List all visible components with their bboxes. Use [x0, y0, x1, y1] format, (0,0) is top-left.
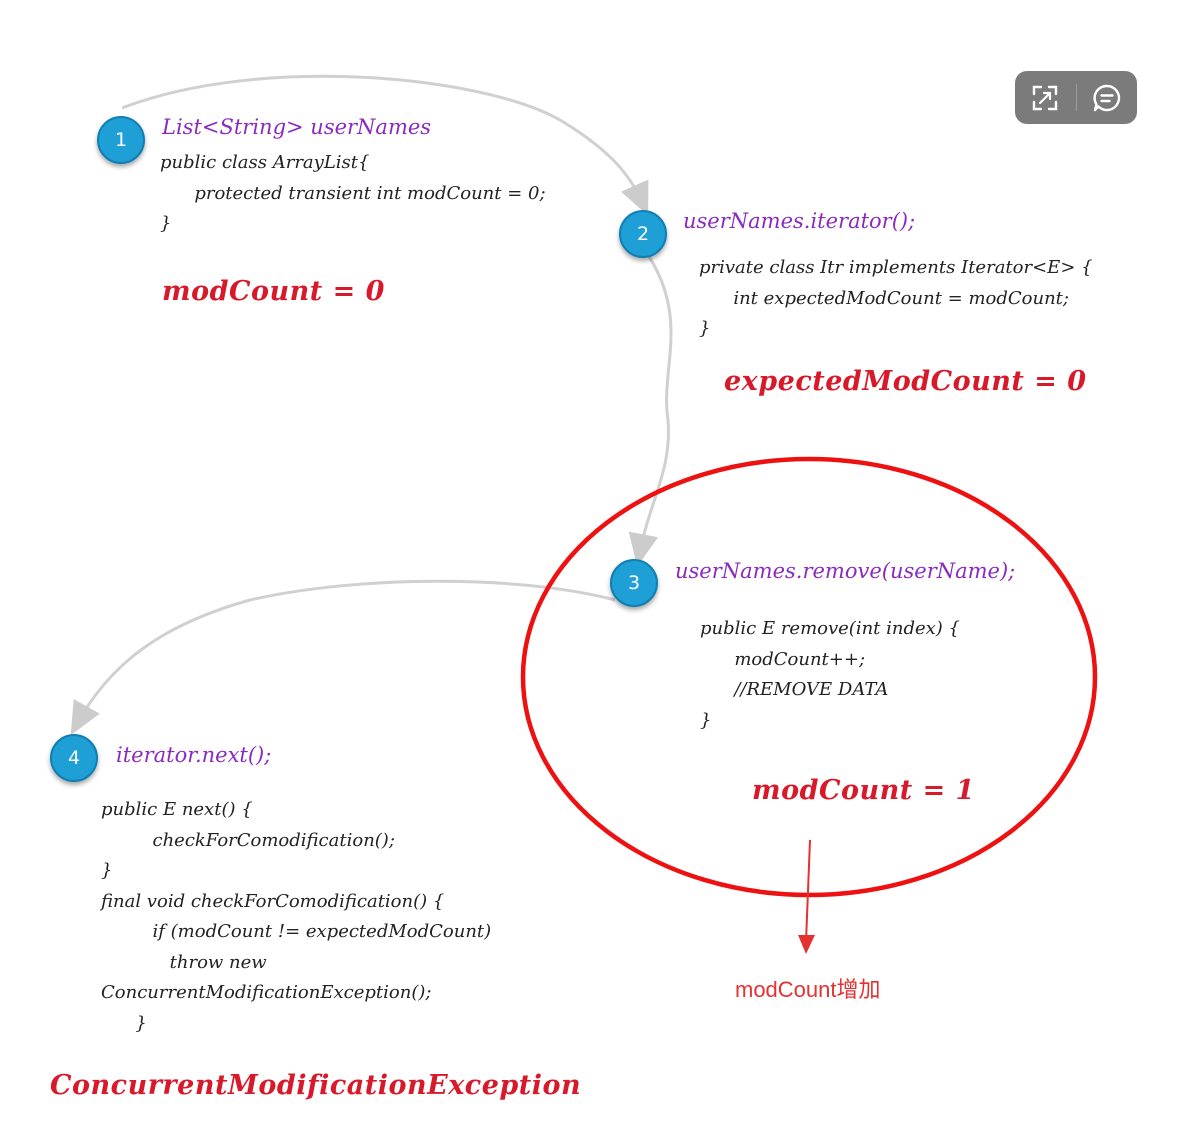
code-line: } [699, 318, 711, 339]
code-line: if (modCount != expectedModCount) [101, 921, 492, 942]
code-line: private class Itr implements Iterator<E>… [699, 257, 1093, 278]
connector-2-to-3 [628, 254, 673, 567]
code-line: } [101, 860, 113, 881]
step-2-code: private class Itr implements Iterator<E>… [699, 253, 1093, 345]
step-1-value: modCount = 0 [162, 276, 385, 307]
comment-icon [1093, 84, 1121, 111]
annotation-arrow [798, 839, 815, 954]
expand-icon [1032, 85, 1058, 110]
step-3-value: modCount = 1 [752, 775, 975, 806]
step-4-value: ConcurrentModificationException [50, 1070, 582, 1101]
code-line: checkForComodification(); [101, 829, 395, 851]
expand-button[interactable] [1015, 71, 1075, 124]
step-4-code: public E next() { checkForComodification… [101, 795, 491, 1039]
connector-3-to-4 [70, 579, 616, 736]
code-line: protected transient int modCount = 0; [160, 182, 546, 204]
annotation-label: modCount增加 [735, 977, 881, 1002]
code-line: public E next() { [101, 799, 253, 820]
step-3-call: userNames.remove(userName); [675, 559, 1016, 583]
step-4-badge: 4 [50, 734, 98, 782]
code-line: //REMOVE DATA [700, 679, 889, 700]
step-4-call: iterator.next(); [116, 743, 272, 767]
code-line: public class ArrayList{ [160, 152, 370, 173]
code-line: public E remove(int index) { [700, 618, 960, 639]
step-2-value: expectedModCount = 0 [724, 366, 1087, 397]
code-line: int expectedModCount = modCount; [699, 287, 1069, 309]
code-line: final void checkForComodification() { [101, 890, 445, 912]
code-line: } [101, 1012, 147, 1034]
step-1-code: public class ArrayList{ protected transi… [160, 148, 546, 240]
step-2-call: userNames.iterator(); [683, 209, 916, 233]
step-1-badge: 1 [97, 116, 145, 164]
comment-button[interactable] [1077, 71, 1137, 124]
code-line: } [700, 709, 712, 731]
toolbar-divider [1076, 84, 1077, 111]
highlight-ellipse [520, 456, 1098, 898]
step-3-badge: 3 [610, 559, 658, 607]
step-1-call: List<String> userNames [162, 115, 432, 139]
image-toolbar [1015, 71, 1137, 124]
code-line: throw new [101, 951, 267, 973]
connector-1-to-2 [121, 74, 649, 216]
code-line: ConcurrentModificationException(); [101, 982, 432, 1003]
code-line: } [160, 213, 172, 234]
code-line: modCount++; [700, 648, 866, 670]
step-2-badge: 2 [619, 210, 667, 258]
step-3-code: public E remove(int index) { modCount++;… [700, 614, 960, 736]
